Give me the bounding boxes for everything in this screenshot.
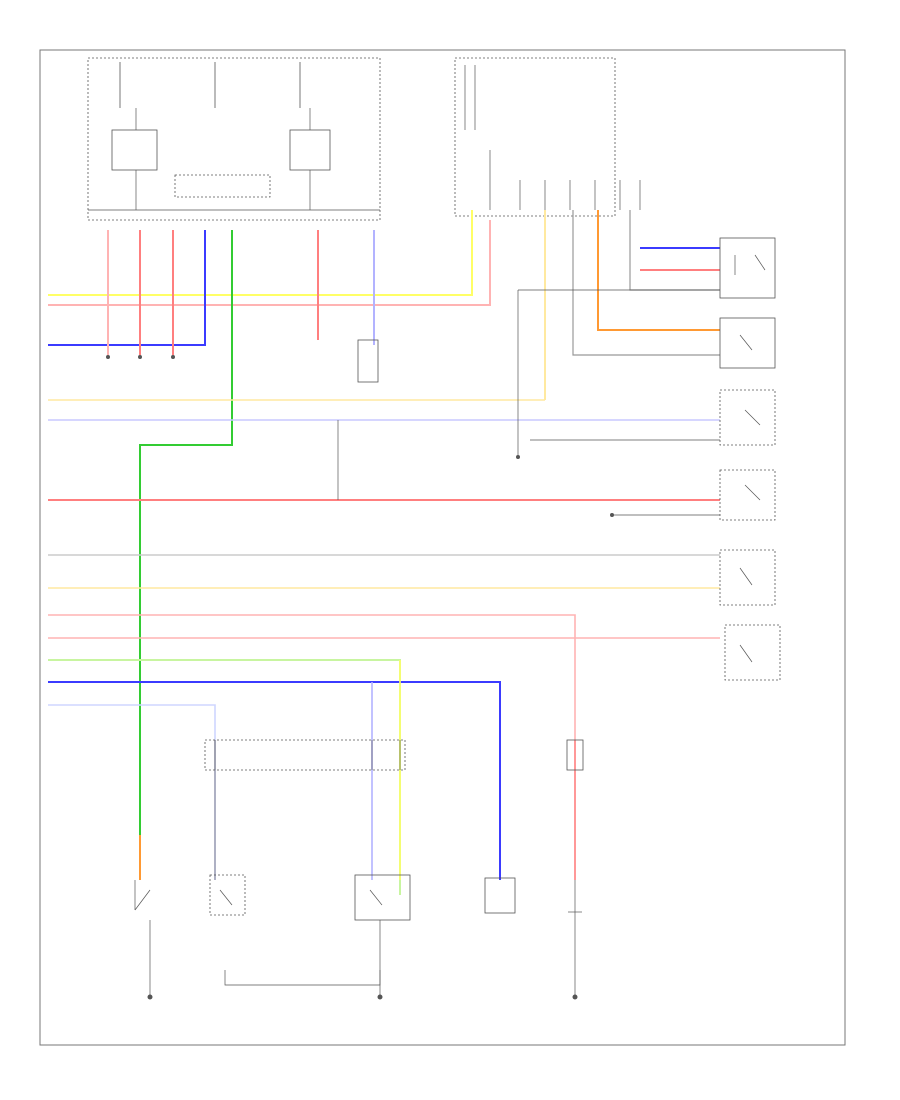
- connector-left-1: [204, 739, 406, 771]
- wire-green-long: [139, 230, 233, 835]
- connector-mid-1: [357, 339, 379, 383]
- ground-symbols: [106, 355, 614, 1000]
- bottom-switch-1: [134, 880, 151, 995]
- wire-blue-left: [48, 230, 206, 346]
- wire-pink-trunk: [48, 614, 576, 740]
- wire-yellow-top: [48, 210, 473, 296]
- wire-lightblue-trunk-2: [48, 704, 216, 880]
- relay-cluster-top: [454, 57, 641, 217]
- switch-block-2: [719, 317, 776, 369]
- bottom-switch-3: [354, 874, 411, 995]
- wires-main: [48, 210, 720, 835]
- wire-pink-top: [48, 220, 491, 306]
- wire-gray-right-2: [572, 210, 720, 356]
- diagram-border: [39, 49, 846, 1046]
- switch-block-5: [719, 549, 776, 606]
- bottom-sensor: [568, 880, 582, 995]
- switch-block-1: [719, 237, 776, 299]
- bottom-switch-2: [209, 874, 246, 916]
- switch-block-4: [719, 469, 776, 521]
- connector-right-1: [566, 739, 584, 771]
- wire-gray-right: [629, 210, 720, 291]
- switch-block-6: [724, 624, 781, 681]
- switch-block-3: [719, 389, 776, 446]
- wire-orange-cluster: [597, 210, 720, 331]
- bottom-module: [484, 877, 516, 914]
- fuse-relay-box: [87, 57, 381, 221]
- wire-lightgreen-trunk: [48, 659, 401, 895]
- wires-trunk: [48, 399, 720, 895]
- wire-blue-trunk: [48, 681, 501, 880]
